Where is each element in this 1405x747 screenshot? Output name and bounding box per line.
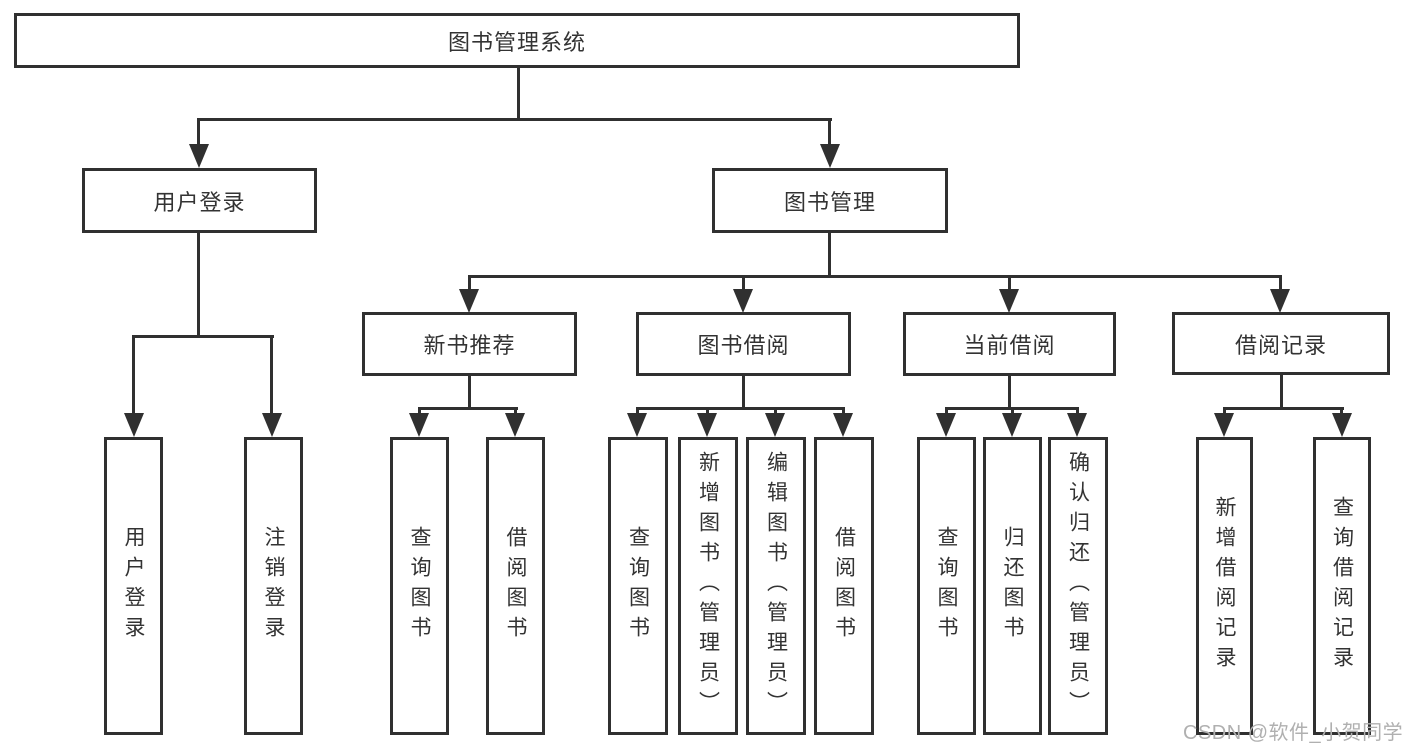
leaf-borrowing-query-books-label: 查询图书	[626, 526, 650, 646]
leaf-confirm-return-admin-label: 确认归还（管理员）	[1066, 451, 1090, 721]
arrowhead-down-icon	[697, 413, 717, 437]
node-borrowing-records: 借阅记录	[1172, 312, 1390, 375]
connector-vline	[1280, 374, 1283, 409]
leaf-add-borrow-record: 新增借阅记录	[1196, 437, 1253, 735]
connector-vline	[517, 68, 520, 120]
arrowhead-down-icon	[459, 289, 479, 313]
leaf-borrowing-borrow-books-label: 借阅图书	[832, 526, 856, 646]
connector-vline	[828, 118, 831, 146]
leaf-query-borrow-record-label: 查询借阅记录	[1330, 496, 1354, 676]
leaf-add-books-admin: 新增图书（管理员）	[678, 437, 738, 735]
leaf-edit-books-admin: 编辑图书（管理员）	[746, 437, 806, 735]
arrowhead-down-icon	[1067, 413, 1087, 437]
connector-vline	[270, 335, 273, 415]
leaf-confirm-return-admin: 确认归还（管理员）	[1048, 437, 1108, 735]
connector-vline	[132, 335, 135, 415]
arrowhead-down-icon	[124, 413, 144, 437]
connector-vline	[418, 407, 421, 417]
connector-vline	[774, 407, 777, 417]
leaf-logout-label: 注销登录	[262, 526, 285, 646]
connector-vline	[197, 118, 200, 146]
csdn-watermark: CSDN @软件_小贺同学	[1183, 722, 1404, 744]
node-book-borrowing-label: 图书借阅	[697, 333, 790, 358]
leaf-newbooks-query-books: 查询图书	[390, 437, 449, 735]
leaf-logout: 注销登录	[244, 437, 303, 735]
arrowhead-down-icon	[733, 289, 753, 313]
node-library-management-system-label: 图书管理系统	[447, 29, 586, 55]
connector-vline	[742, 375, 745, 409]
arrowhead-down-icon	[765, 413, 785, 437]
leaf-borrowing-borrow-books: 借阅图书	[814, 437, 874, 735]
connector-hline	[636, 407, 845, 410]
node-book-management: 图书管理	[712, 168, 948, 233]
node-user-login-branch: 用户登录	[82, 168, 317, 233]
node-book-management-label: 图书管理	[783, 189, 876, 215]
arrowhead-down-icon	[1214, 413, 1234, 437]
leaf-edit-books-admin-label: 编辑图书（管理员）	[764, 451, 788, 721]
connector-vline	[197, 233, 200, 337]
connector-vline	[1279, 275, 1282, 291]
connector-vline	[468, 275, 471, 291]
connector-hline	[1223, 407, 1344, 410]
arrowhead-down-icon	[627, 413, 647, 437]
arrowhead-down-icon	[1002, 413, 1022, 437]
arrowhead-down-icon	[999, 289, 1019, 313]
connector-vline	[842, 407, 845, 417]
leaf-add-borrow-record-label: 新增借阅记录	[1213, 496, 1236, 676]
node-library-management-system: 图书管理系统	[14, 13, 1020, 68]
node-user-login-branch-label: 用户登录	[153, 189, 246, 215]
arrowhead-down-icon	[1332, 413, 1352, 437]
arrowhead-down-icon	[189, 144, 209, 168]
node-new-book-recommend-label: 新书推荐	[423, 333, 516, 358]
connector-hline	[418, 407, 518, 410]
connector-hline	[132, 335, 274, 338]
node-current-borrowing-label: 当前借阅	[963, 333, 1056, 358]
leaf-return-books-label: 归还图书	[1001, 526, 1024, 646]
connector-vline	[742, 275, 745, 291]
arrowhead-down-icon	[936, 413, 956, 437]
arrowhead-down-icon	[833, 413, 853, 437]
connector-vline	[828, 232, 831, 277]
leaf-current-query-books-label: 查询图书	[935, 526, 958, 646]
connector-hline	[468, 275, 1282, 278]
connector-vline	[1223, 407, 1226, 417]
connector-vline	[1011, 407, 1014, 417]
arrowhead-down-icon	[820, 144, 840, 168]
connector-vline	[514, 407, 517, 417]
leaf-borrowing-query-books: 查询图书	[608, 437, 668, 735]
arrowhead-down-icon	[505, 413, 525, 437]
node-current-borrowing: 当前借阅	[903, 312, 1116, 376]
leaf-add-books-admin-label: 新增图书（管理员）	[696, 451, 720, 721]
connector-vline	[1076, 407, 1079, 417]
connector-vline	[1340, 407, 1343, 417]
leaf-current-query-books: 查询图书	[917, 437, 976, 735]
node-new-book-recommend: 新书推荐	[362, 312, 577, 376]
connector-vline	[945, 407, 948, 417]
connector-vline	[468, 375, 471, 409]
leaf-user-login-label: 用户登录	[122, 526, 145, 646]
connector-vline	[706, 407, 709, 417]
connector-hline	[198, 118, 832, 121]
leaf-query-borrow-record: 查询借阅记录	[1313, 437, 1371, 735]
leaf-newbooks-borrow-books: 借阅图书	[486, 437, 545, 735]
leaf-newbooks-query-books-label: 查询图书	[408, 526, 431, 646]
leaf-newbooks-borrow-books-label: 借阅图书	[504, 526, 527, 646]
node-book-borrowing: 图书借阅	[636, 312, 851, 376]
connector-vline	[1008, 275, 1011, 291]
connector-vline	[1008, 375, 1011, 409]
leaf-return-books: 归还图书	[983, 437, 1042, 735]
leaf-user-login: 用户登录	[104, 437, 163, 735]
node-borrowing-records-label: 借阅记录	[1234, 332, 1327, 358]
arrowhead-down-icon	[262, 413, 282, 437]
arrowhead-down-icon	[409, 413, 429, 437]
arrowhead-down-icon	[1270, 289, 1290, 313]
connector-vline	[636, 407, 639, 417]
